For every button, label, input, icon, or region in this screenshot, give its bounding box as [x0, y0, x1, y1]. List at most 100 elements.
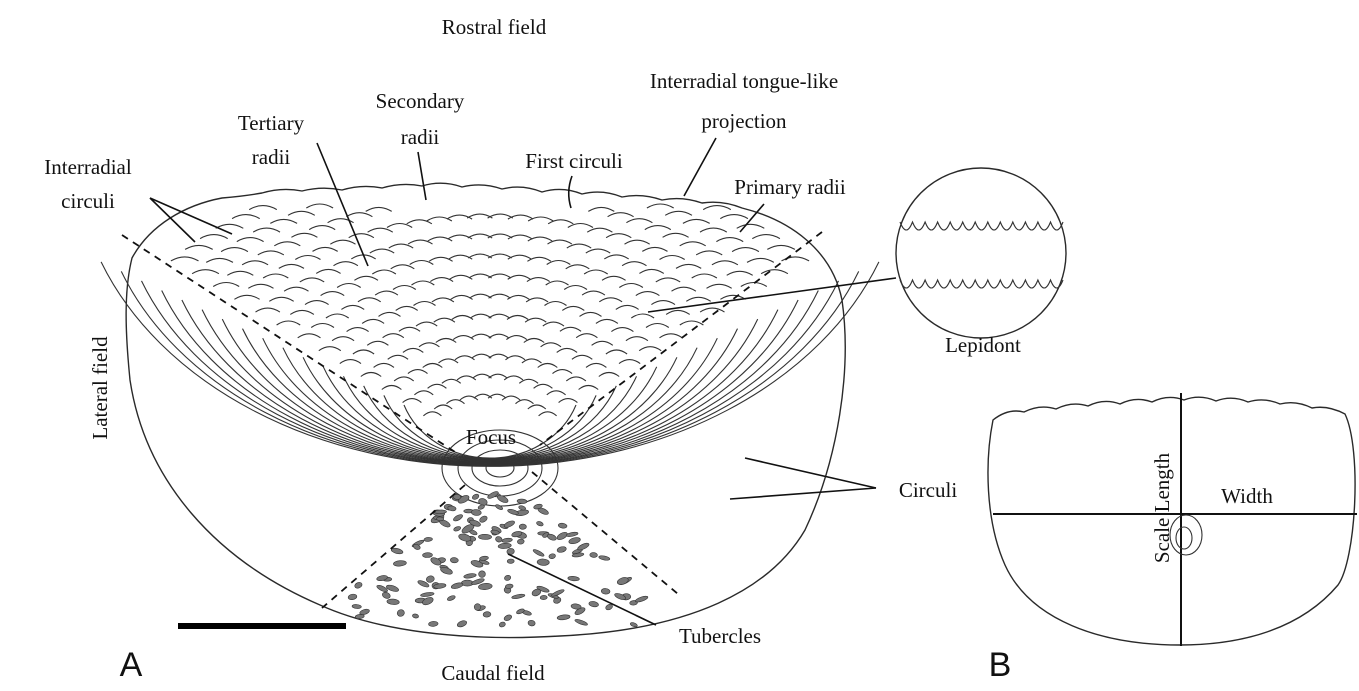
tubercle [504, 574, 512, 581]
rostral-circulus-arc [599, 373, 619, 377]
label-tubercles: Tubercles [679, 624, 761, 648]
tubercle [352, 604, 362, 609]
label-scale-length: Scale Length [1150, 452, 1174, 563]
rostral-circulus-arc [599, 298, 622, 302]
tubercles-dots [348, 490, 649, 628]
panel-a-scale [101, 138, 896, 638]
rostral-circulus-arc [284, 287, 308, 291]
leader-secondary-radii [418, 152, 426, 200]
rostral-circulus-arc [592, 341, 613, 345]
rostral-circulus-arc [206, 258, 233, 262]
rostral-circulus-arc [399, 327, 420, 331]
tubercle [474, 604, 481, 611]
leader-tongue-projection [684, 138, 716, 196]
rostral-circulus-arc [534, 384, 553, 388]
rostral-circulus-arc [582, 291, 605, 295]
rostral-circulus-arc [457, 376, 476, 380]
rostral-circulus-arc [584, 270, 608, 274]
rostral-circulus-arc [234, 295, 259, 299]
leader-circuli-1 [745, 458, 876, 488]
rostral-circulus-arc [489, 334, 509, 338]
rostral-circulus-arc [526, 298, 548, 302]
leader-first-circuli [569, 176, 572, 208]
rostral-circulus-arc [566, 377, 586, 381]
rostral-circulus-arc [703, 206, 731, 210]
rostral-circulus-arc [423, 364, 443, 368]
rostral-circulus-arc [305, 301, 329, 305]
rostral-circulus-arc [580, 312, 602, 316]
tubercle [588, 601, 599, 608]
rostral-circulus-arc [696, 251, 722, 255]
rostral-circulus-arc [519, 379, 538, 383]
label-secondary-radii-2: radii [401, 125, 440, 149]
tubercle [434, 510, 447, 514]
tubercle [566, 531, 579, 537]
rostral-circulus-arc [349, 234, 374, 238]
rostral-circulus-arc [279, 264, 304, 268]
tubercle [519, 524, 526, 529]
rostral-circulus-arc [596, 319, 618, 323]
rostral-circulus-arc [579, 386, 599, 390]
rostral-circulus-arc [707, 284, 732, 288]
tubercle [590, 552, 598, 557]
rostral-circulus-arc [227, 271, 253, 275]
tubercle [505, 584, 513, 589]
label-interradial-circuli-2: circuli [61, 189, 115, 213]
tubercle [536, 521, 544, 527]
rostral-circulus-arc [539, 412, 557, 416]
rostral-circulus-arc [362, 319, 384, 323]
tubercle [507, 559, 514, 564]
tubercle [387, 599, 400, 605]
rostral-circulus-arc [676, 264, 701, 268]
rostral-circulus-arc [587, 228, 612, 232]
rostral-circulus-arc [516, 400, 534, 404]
lepidont-wave-upper [900, 222, 1063, 230]
rostral-circulus-arc [249, 206, 277, 210]
tubercle [452, 513, 463, 522]
rostral-circulus-arc [447, 400, 465, 404]
rostral-circulus-arc [213, 283, 239, 287]
rostral-circulus-arc [636, 292, 660, 296]
rostral-circulus-arc [646, 324, 669, 328]
rostral-circulus-arc [367, 341, 388, 345]
rostral-circulus-arc [727, 271, 753, 275]
rostral-circulus-arc [368, 228, 393, 232]
rostral-circulus-arc [538, 364, 558, 368]
rostral-circulus-arc [434, 405, 452, 409]
tubercle [517, 539, 524, 545]
tubercle [478, 583, 492, 590]
rostral-circulus-arc [508, 275, 531, 279]
leader-interradial-circuli-2 [150, 198, 232, 234]
rostral-circulus-arc [651, 301, 675, 305]
rostral-circulus-arc [200, 235, 228, 239]
rostral-circulus-arc [288, 211, 315, 215]
tubercle [456, 619, 467, 628]
rostral-circulus-arc [389, 244, 413, 248]
rostral-circulus-arc [290, 310, 314, 314]
rostral-circulus-arc [449, 255, 473, 259]
rostral-circulus-arc [489, 294, 511, 298]
tubercle [537, 559, 550, 566]
tubercle [354, 581, 363, 589]
rostral-circulus-arc [372, 270, 396, 274]
leader-circuli-2 [730, 488, 876, 499]
tubercle [381, 591, 391, 599]
tubercle [546, 533, 557, 542]
rostral-circulus-arc [692, 274, 717, 278]
tubercle [517, 499, 527, 504]
rostral-circulus-arc [358, 298, 381, 302]
rostral-circulus-arc [747, 258, 774, 262]
rostral-circulus-arc [300, 278, 324, 282]
rostral-circulus-arc [712, 261, 738, 265]
rostral-circulus-arc [625, 240, 650, 244]
rostral-circulus-arc [528, 405, 546, 409]
rostral-circulus-arc [269, 297, 293, 301]
rostral-circulus-arc [663, 233, 689, 237]
tubercle [511, 593, 525, 599]
rostral-circulus-arc [394, 377, 414, 381]
tubercle [428, 621, 438, 627]
tubercle [568, 576, 580, 581]
label-interradial-tongue-1: Interradial tongue-like [650, 69, 838, 93]
rostral-circulus-arc [321, 292, 345, 296]
